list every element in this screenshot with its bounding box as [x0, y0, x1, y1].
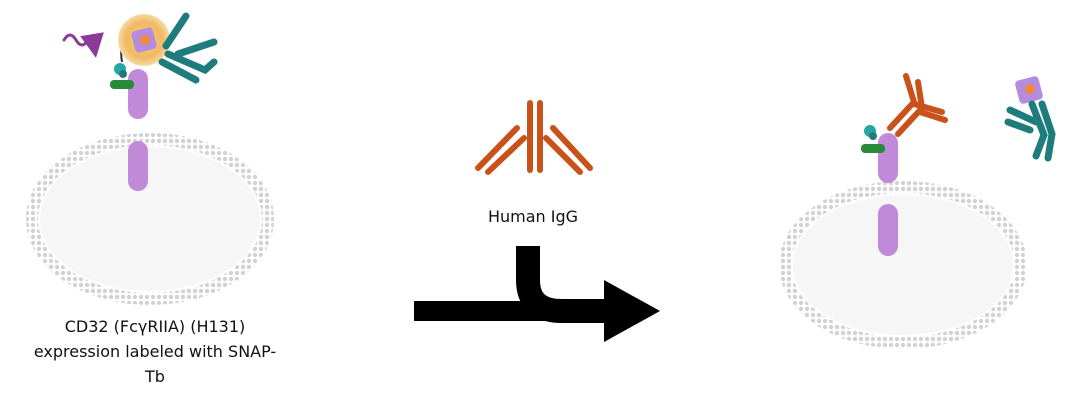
cell-caption-line-2: expression labeled with SNAP-	[33, 342, 277, 361]
right-cell-membrane	[779, 181, 1027, 349]
right-terbium-donor	[864, 125, 877, 140]
bent-arrow-icon	[414, 246, 660, 342]
reagent-label: Human IgG	[487, 207, 579, 226]
cell-caption: CD32 (FcγRIIA) (H131) expression labeled…	[0, 314, 310, 389]
right-cell	[779, 181, 1027, 349]
left-cell-interior	[40, 147, 260, 291]
right-bound-human-igg	[887, 73, 948, 137]
displaced-acceptor-complex	[1015, 76, 1043, 104]
cell-caption-line-1: CD32 (FcγRIIA) (H131)	[64, 317, 246, 336]
left-snap-tag	[110, 80, 134, 89]
displaced-labeled-antibody	[1004, 100, 1056, 162]
right-snap-tag	[861, 144, 885, 153]
left-acceptor-complex	[118, 14, 170, 66]
left-cell-membrane	[26, 133, 274, 305]
wavy-arrow-icon	[62, 32, 104, 58]
left-labeled-antibody	[158, 12, 218, 84]
left-cell	[26, 133, 274, 305]
cell-caption-line-3: Tb	[145, 367, 165, 386]
left-terbium-donor	[114, 63, 127, 78]
human-igg-antibody	[475, 100, 593, 175]
right-cell-interior	[793, 195, 1013, 335]
